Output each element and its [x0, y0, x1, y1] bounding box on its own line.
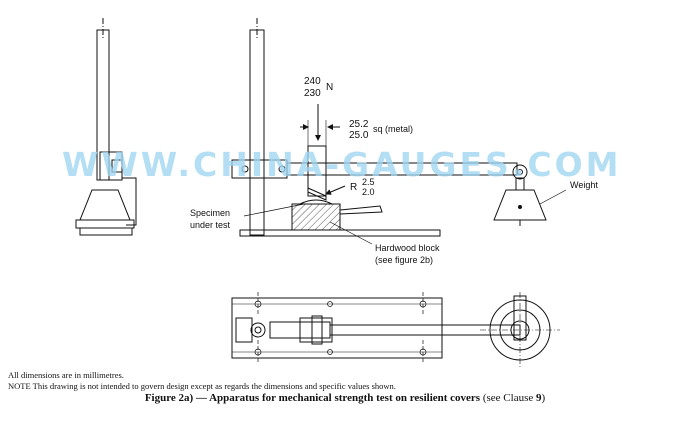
- hardwood-block: [291, 203, 341, 231]
- lever-arm: [286, 162, 518, 176]
- plan-base: [231, 297, 443, 359]
- radius-upper-label: 2.5: [362, 177, 375, 187]
- figure-title: Figure 2a) — Apparatus for mechanical st…: [144, 392, 481, 404]
- plan-view: [231, 292, 560, 368]
- units-note: All dimensions are in millimetres.: [8, 370, 124, 380]
- clause-ref-close: ): [541, 392, 546, 404]
- width-lower-label: 25.0: [349, 130, 369, 141]
- clause-ref-open: (see Clause: [482, 392, 536, 404]
- specimen-label-line2: under test: [190, 220, 231, 230]
- base-plate: [239, 229, 441, 237]
- force-lower-label: 230: [304, 88, 321, 99]
- clause-number: 9: [536, 392, 542, 404]
- front-view: [231, 18, 567, 245]
- hardwood-label-line1: Hardwood block: [375, 243, 440, 253]
- figure-caption: Figure 2a) — Apparatus for mechanical st…: [0, 392, 690, 404]
- design-note: NOTE This drawing is not intended to gov…: [8, 380, 396, 391]
- notes-block: All dimensions are in millimetres. NOTE …: [8, 370, 648, 391]
- side-view-base: [79, 227, 133, 236]
- radius-prefix-label: R: [350, 182, 357, 193]
- radius-lower-label: 2.0: [362, 187, 375, 197]
- specimen: [299, 199, 333, 205]
- force-unit-label: N: [326, 82, 333, 93]
- force-upper-label: 240: [304, 76, 321, 87]
- hardwood-label-line2: (see figure 2b): [375, 255, 433, 265]
- weight: [493, 189, 547, 221]
- weight-label: Weight: [570, 180, 598, 190]
- specimen-label-line1: Specimen: [190, 208, 230, 218]
- side-view: [75, 18, 137, 236]
- watermark: WWW.CHINA-GAUGES.COM: [62, 145, 621, 184]
- side-view-weight: [79, 189, 131, 221]
- front-post: [249, 29, 265, 236]
- width-note-label: sq (metal): [373, 124, 413, 134]
- width-upper-label: 25.2: [349, 119, 369, 130]
- plan-post: [250, 322, 266, 338]
